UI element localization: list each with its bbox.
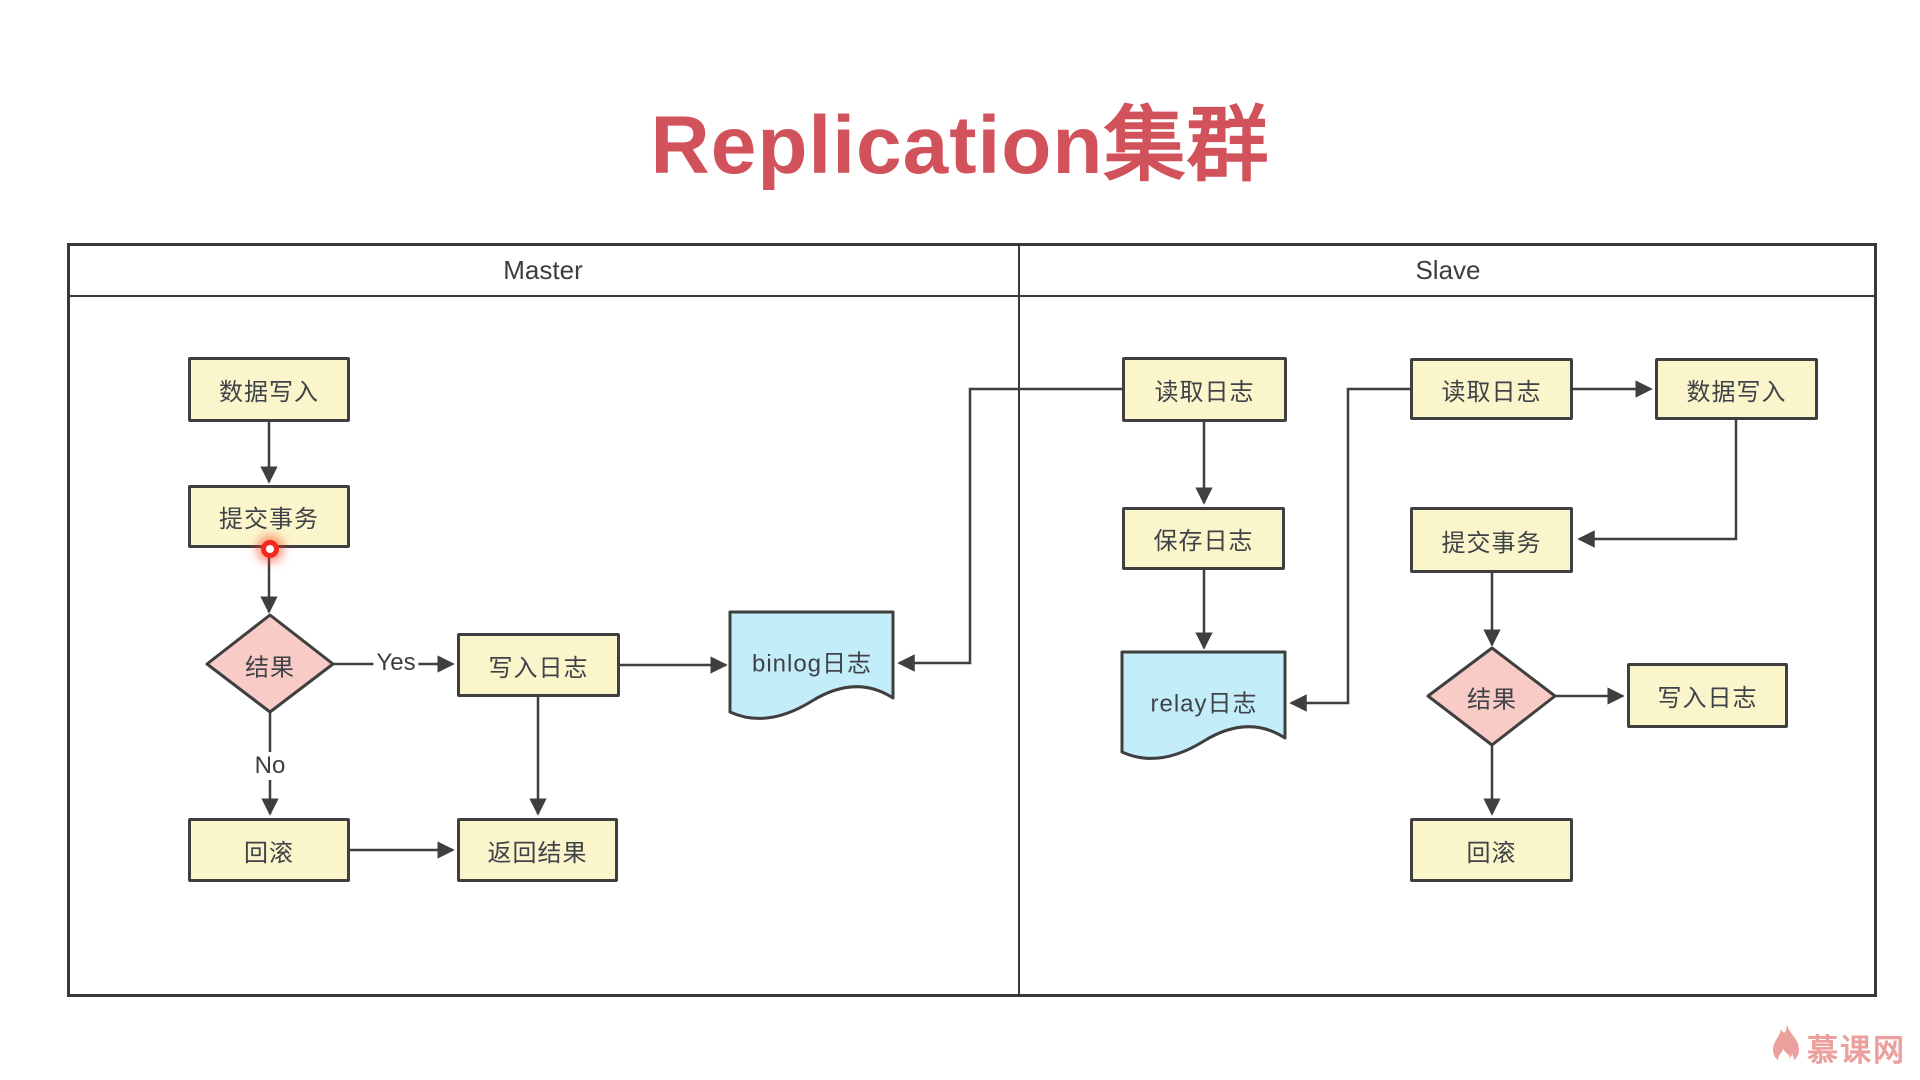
master-result-label: 结果 (245, 654, 295, 682)
page-title: Replication集群 (650, 100, 1270, 191)
imooc-watermark: 慕课网 (1771, 1024, 1906, 1070)
edge-s-readlog2-to-relay (1289, 387, 1410, 712)
relay-document-shape (1120, 650, 1287, 760)
yes-edge-label: Yes (373, 649, 419, 677)
slave-save-log-node: 保存日志 (1122, 507, 1285, 570)
slave-lane-title: Slave (1415, 255, 1481, 285)
relay-log-label: relay日志 (1150, 690, 1258, 718)
master-return-result-node: 返回结果 (457, 818, 618, 882)
master-rollback-node: 回滚 (188, 818, 350, 882)
master-data-write-node: 数据写入 (188, 357, 350, 422)
edge-s-datawrite-to-commit (1577, 420, 1738, 548)
master-result-diamond (205, 613, 335, 714)
swimlane-frame (67, 243, 1877, 997)
master-commit-node: 提交事务 (188, 485, 350, 548)
slave-rollback-node: 回滚 (1410, 818, 1573, 882)
slave-read-log-2-node: 读取日志 (1410, 358, 1573, 420)
swimlane-divider (1018, 243, 1020, 997)
click-indicator-dot (261, 540, 279, 558)
no-edge-label: No (251, 752, 289, 780)
brand-text: 慕课网 (1807, 1032, 1906, 1068)
slave-result-label: 结果 (1467, 686, 1517, 714)
slave-data-write-node: 数据写入 (1655, 358, 1818, 420)
swimlane-header-row (67, 243, 1877, 297)
slave-commit-node: 提交事务 (1410, 507, 1573, 573)
slave-read-log-1-node: 读取日志 (1122, 357, 1287, 422)
binlog-document-shape (728, 610, 895, 720)
binlog-label: binlog日志 (751, 650, 873, 678)
flame-icon (1773, 1024, 1799, 1068)
slave-result-diamond (1426, 646, 1557, 747)
slave-write-log-node: 写入日志 (1627, 663, 1788, 728)
edge-s-readlog1-to-binlog (897, 387, 1122, 672)
master-write-log-node: 写入日志 (457, 633, 620, 697)
master-lane-title: Master (503, 255, 583, 285)
